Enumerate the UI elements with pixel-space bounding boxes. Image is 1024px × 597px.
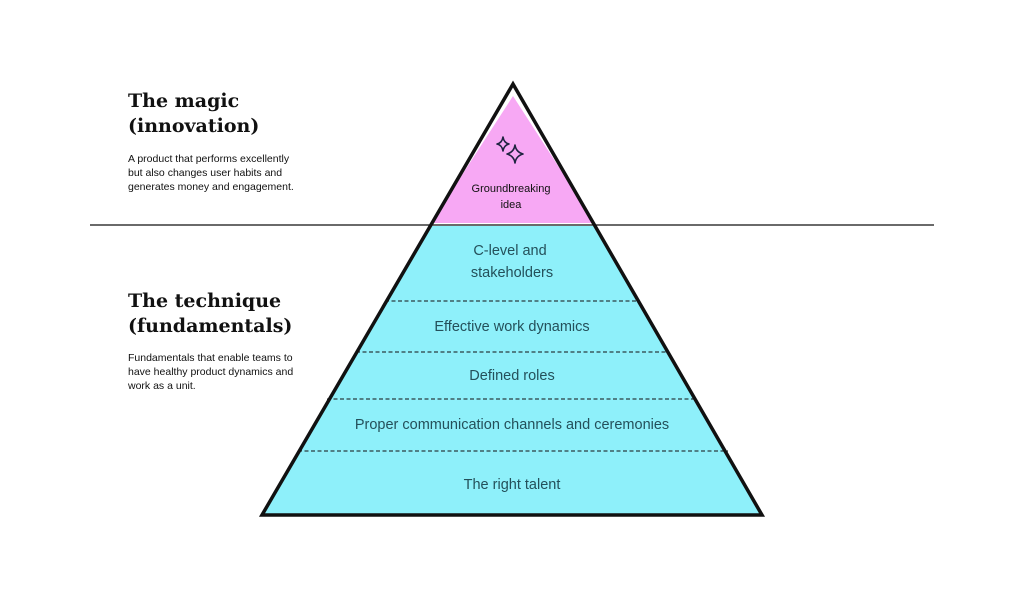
apex-fill	[431, 96, 595, 223]
technique-description-line-3: work as a unit.	[128, 380, 196, 392]
sparkles-icon	[496, 136, 524, 164]
tier-label-c-level-line-1: C-level and	[473, 243, 546, 259]
tier-label-right-talent: The right talent	[464, 477, 561, 493]
technique-description-line-2: have healthy product dynamics and	[128, 366, 294, 378]
tier-label-work-dynamics: Effective work dynamics	[434, 319, 589, 335]
tier-label-communication: Proper communication channels and ceremo…	[355, 417, 669, 433]
technique-description: Fundamentals that enable teams to have h…	[128, 351, 318, 393]
magic-heading-line-2: (innovation)	[128, 115, 260, 137]
apex-label-line-2: idea	[501, 199, 523, 211]
magic-description: A product that performs excellently but …	[128, 152, 318, 194]
pyramid-outline	[258, 80, 766, 517]
magic-description-line-2: but also changes user habits and	[128, 167, 283, 179]
apex-label-line-1: Groundbreaking	[472, 183, 551, 195]
tier-label-defined-roles: Defined roles	[469, 368, 554, 384]
technique-heading: The technique (fundamentals)	[128, 289, 292, 339]
magic-description-line-3: generates money and engagement.	[128, 181, 294, 193]
technique-description-line-1: Fundamentals that enable teams to	[128, 352, 293, 364]
magic-description-line-1: A product that performs excellently	[128, 153, 290, 165]
tier-label-c-level-line-2: stakeholders	[471, 265, 553, 281]
technique-heading-line-1: The technique	[128, 290, 282, 312]
magic-heading: The magic (innovation)	[128, 89, 259, 139]
magic-heading-line-1: The magic	[128, 90, 240, 112]
technique-heading-line-2: (fundamentals)	[128, 315, 293, 337]
